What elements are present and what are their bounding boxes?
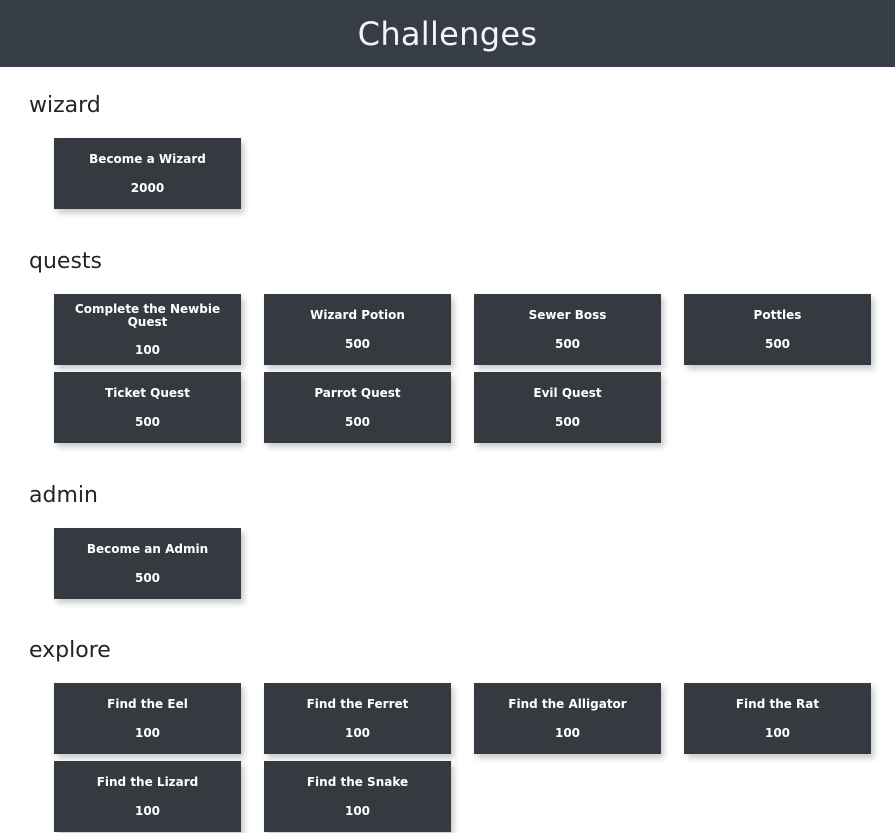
challenge-card[interactable]: Pottles 500 bbox=[684, 294, 871, 365]
section-heading-quests: quests bbox=[29, 249, 102, 274]
challenge-card[interactable]: Find the Rat 100 bbox=[684, 683, 871, 754]
challenge-card[interactable]: Parrot Quest 500 bbox=[264, 372, 451, 443]
challenge-card[interactable]: Find the Ferret 100 bbox=[264, 683, 451, 754]
challenge-card[interactable]: Find the Lizard 100 bbox=[54, 761, 241, 832]
card-grid-explore: Find the Eel 100 Find the Ferret 100 Fin… bbox=[0, 683, 895, 832]
app-header: Challenges bbox=[0, 0, 895, 67]
challenge-card-title: Parrot Quest bbox=[314, 386, 401, 401]
challenge-card[interactable]: Evil Quest 500 bbox=[474, 372, 661, 443]
challenge-card[interactable]: Find the Alligator 100 bbox=[474, 683, 661, 754]
challenge-card-title: Find the Lizard bbox=[96, 775, 199, 790]
challenge-card[interactable]: Find the Snake 100 bbox=[264, 761, 451, 832]
challenge-card-title: Sewer Boss bbox=[528, 308, 607, 323]
challenge-card[interactable]: Ticket Quest 500 bbox=[54, 372, 241, 443]
challenge-card[interactable]: Find the Eel 100 bbox=[54, 683, 241, 754]
card-grid-admin: Become an Admin 500 bbox=[0, 528, 895, 599]
challenge-card-points: 100 bbox=[554, 725, 581, 740]
challenge-card-title: Pottles bbox=[753, 308, 802, 323]
challenge-card[interactable]: Become a Wizard 2000 bbox=[54, 138, 241, 209]
challenge-card-points: 500 bbox=[764, 336, 791, 351]
card-grid-wizard: Become a Wizard 2000 bbox=[0, 138, 895, 209]
section-admin: admin Become an Admin 500 bbox=[0, 443, 895, 599]
section-heading-admin: admin bbox=[29, 483, 98, 508]
challenges-page: wizard Become a Wizard 2000 quests Compl… bbox=[0, 67, 895, 832]
section-heading-wizard: wizard bbox=[29, 93, 101, 118]
challenge-card-points: 100 bbox=[134, 343, 161, 358]
challenge-card-points: 100 bbox=[134, 725, 161, 740]
challenge-card-title: Find the Alligator bbox=[508, 697, 627, 712]
section-wizard: wizard Become a Wizard 2000 bbox=[0, 67, 895, 209]
challenge-card-points: 500 bbox=[134, 414, 161, 429]
challenge-card-points: 500 bbox=[554, 414, 581, 429]
challenge-card[interactable]: Sewer Boss 500 bbox=[474, 294, 661, 365]
challenge-card-points: 100 bbox=[344, 725, 371, 740]
challenge-card-title: Become a Wizard bbox=[89, 152, 206, 167]
challenge-card-points: 500 bbox=[134, 570, 161, 585]
challenge-card[interactable]: Become an Admin 500 bbox=[54, 528, 241, 599]
card-grid-quests: Complete the Newbie Quest 100 Wizard Pot… bbox=[0, 294, 895, 443]
challenge-card-title: Complete the Newbie Quest bbox=[74, 301, 221, 329]
challenge-card-title: Become an Admin bbox=[86, 542, 209, 557]
challenge-card-points: 100 bbox=[764, 725, 791, 740]
challenge-card-points: 500 bbox=[554, 336, 581, 351]
challenge-card-title: Evil Quest bbox=[533, 386, 602, 401]
challenge-card[interactable]: Wizard Potion 500 bbox=[264, 294, 451, 365]
challenge-card-points: 500 bbox=[344, 414, 371, 429]
challenge-card-points: 100 bbox=[134, 803, 161, 818]
section-explore: explore Find the Eel 100 Find the Ferret… bbox=[0, 599, 895, 832]
challenge-card-points: 2000 bbox=[130, 180, 165, 195]
challenge-card-title: Find the Eel bbox=[107, 697, 188, 712]
challenge-card-points: 500 bbox=[344, 336, 371, 351]
page-title: Challenges bbox=[357, 14, 538, 53]
challenge-card[interactable]: Complete the Newbie Quest 100 bbox=[54, 294, 241, 365]
challenge-card-title: Find the Rat bbox=[735, 697, 820, 712]
section-heading-explore: explore bbox=[29, 638, 111, 663]
section-quests: quests Complete the Newbie Quest 100 Wiz… bbox=[0, 209, 895, 443]
challenge-card-title: Find the Snake bbox=[306, 775, 409, 790]
challenge-card-title: Ticket Quest bbox=[105, 386, 190, 401]
challenge-card-title: Find the Ferret bbox=[306, 697, 409, 712]
challenge-card-points: 100 bbox=[344, 803, 371, 818]
challenge-card-title: Wizard Potion bbox=[310, 308, 405, 323]
